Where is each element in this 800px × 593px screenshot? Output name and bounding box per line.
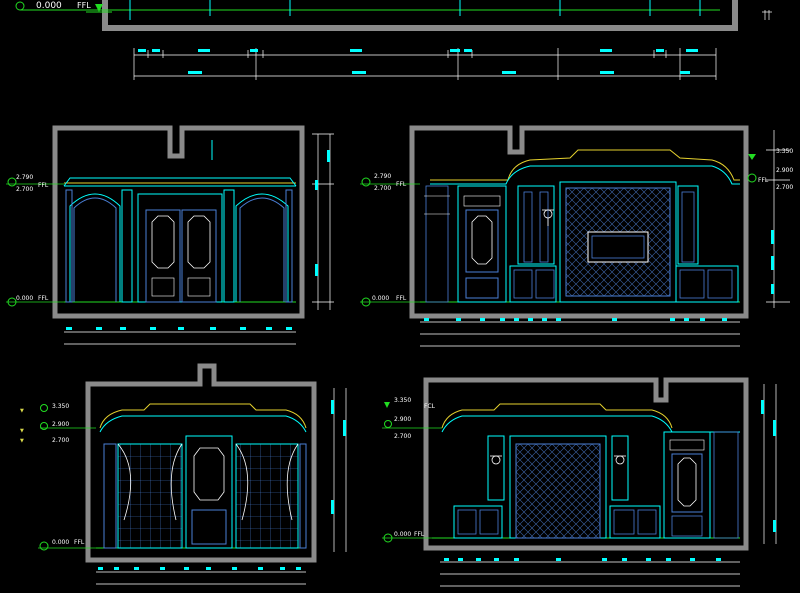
svg-text:3.350: 3.350 [394,397,411,404]
elevation-view-b: 2.790 2.700 FFL 0.000 FFL 3.350 2.900 FF… [360,125,793,347]
level-marker-top [86,4,112,13]
svg-text:2.700: 2.700 [52,437,69,444]
level-value: 0.000 [36,1,62,11]
svg-text:2.700: 2.700 [374,185,391,192]
svg-text:2.700: 2.700 [16,186,33,193]
level-marker-a2: 0.000 FFL [6,295,64,307]
svg-text:0.000: 0.000 [372,295,389,302]
svg-text:3.350: 3.350 [52,403,69,410]
north-arrow-icon [762,10,772,20]
level-marker-c: ▼ ▼ ▼ 3.350 2.900 2.700 0.000 FFL [20,403,96,551]
svg-text:FFL: FFL [38,295,49,302]
svg-text:FFL: FFL [396,295,407,302]
elevation-view-a: 2.790 2.700 FFL 0.000 FFL [6,125,334,345]
level-marker-a1: 2.790 2.700 FFL [6,174,64,193]
svg-text:2.700: 2.700 [776,184,793,191]
svg-text:2.900: 2.900 [52,421,69,428]
svg-text:FFL: FFL [74,539,85,546]
svg-text:▼: ▼ [20,438,24,444]
svg-text:FFL: FFL [38,182,49,189]
svg-text:FFL: FFL [758,177,769,184]
elevation-view-d: 3.350 FCL 2.900 2.700 0.000 FFL [382,377,777,587]
svg-text:FCL: FCL [424,403,436,410]
level-marker-d: 3.350 FCL 2.900 2.700 0.000 FFL [382,397,442,543]
svg-text:2.900: 2.900 [394,416,411,423]
svg-text:FFL: FFL [414,531,425,538]
svg-text:0.000: 0.000 [394,531,411,538]
svg-text:3.350: 3.350 [776,148,793,155]
svg-text:FFL: FFL [396,181,407,188]
wall-sconce-icon [542,209,554,226]
level-marker-b-right: 3.350 2.900 FFL 2.700 [747,148,793,191]
svg-text:2.700: 2.700 [394,433,411,440]
top-dimension-chain [133,48,717,80]
svg-text:2.900: 2.900 [776,167,793,174]
top-elevation-strip: 0.000 FFL [15,0,772,31]
svg-text:0.000: 0.000 [16,295,33,302]
svg-text:▼: ▼ [20,428,24,434]
svg-text:2.790: 2.790 [374,173,391,180]
svg-text:▼: ▼ [20,408,24,414]
svg-text:2.790: 2.790 [16,174,33,181]
level-target-icon [15,1,25,11]
elevation-view-c: ▼ ▼ ▼ 3.350 2.900 2.700 0.000 FFL [20,363,347,585]
level-marker-b-left: 2.790 2.700 FFL 0.000 FFL [360,173,420,307]
svg-text:0.000: 0.000 [52,539,69,546]
level-tag: FFL [77,1,91,10]
wall-sconce-icon [490,455,626,465]
